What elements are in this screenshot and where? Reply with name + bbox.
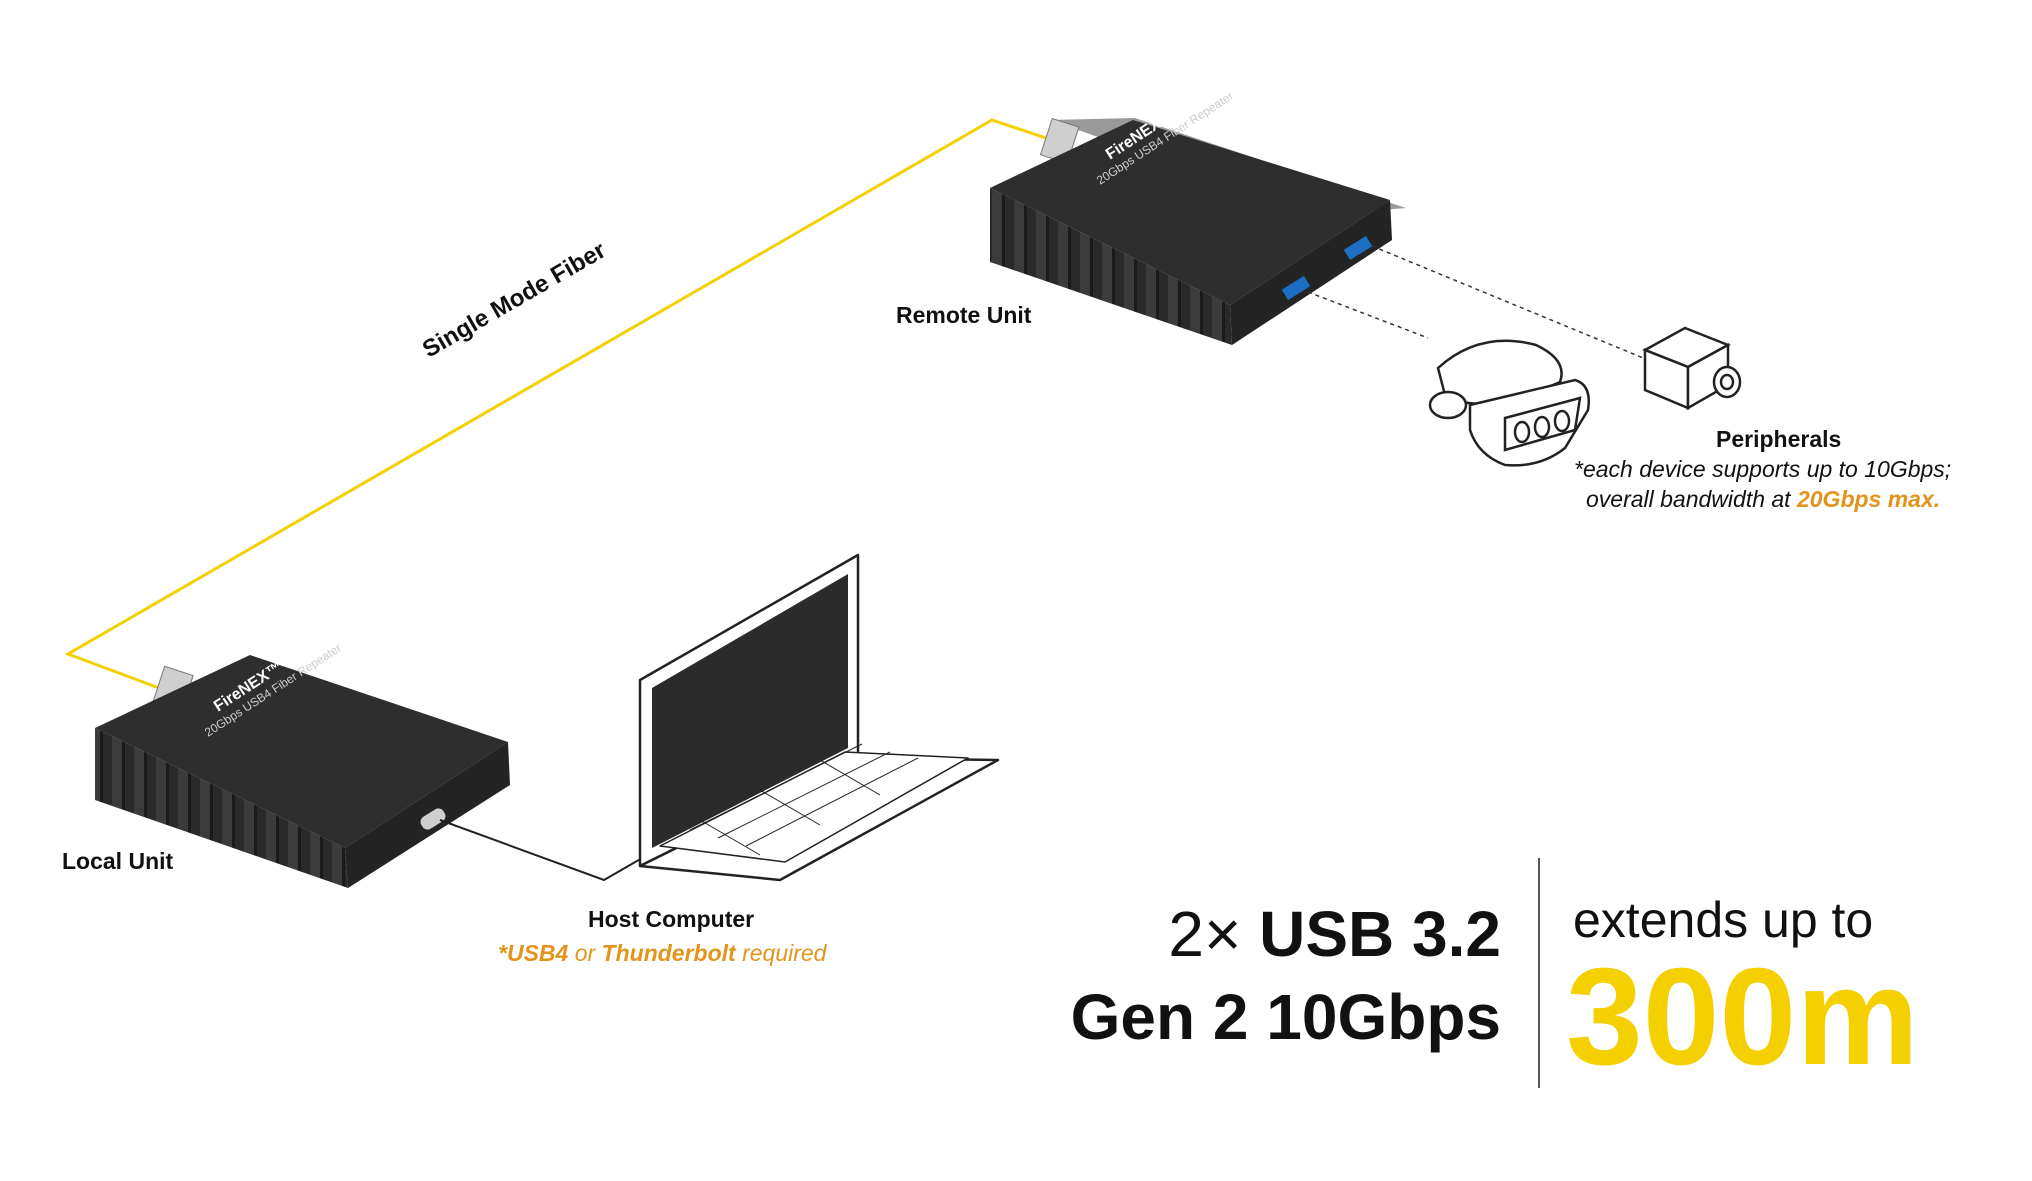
- camera-icon: [1642, 326, 1742, 411]
- remote-unit-label: Remote Unit: [896, 302, 1032, 328]
- local-unit-label: Local Unit: [62, 848, 174, 874]
- spec-divider: [1538, 858, 1540, 1088]
- laptop-icon: [638, 553, 1000, 882]
- local-unit-device: FireNEX™-U4F20G 20Gbps USB4 Fiber Repeat…: [95, 623, 510, 888]
- usb-cable: [439, 819, 671, 882]
- peripherals-note-line1: *each device supports up to 10Gbps;: [1574, 456, 1952, 482]
- host-computer-note: *USB4 or Thunderbolt required: [498, 940, 826, 967]
- peripheral-link-camera: [1371, 245, 1649, 361]
- host-note-thunderbolt: Thunderbolt: [601, 940, 736, 966]
- host-note-required: required: [735, 940, 827, 966]
- fiber-cable: [64, 118, 1059, 696]
- peripherals-label: Peripherals: [1716, 426, 1842, 452]
- spec-count: 2×: [1168, 898, 1242, 970]
- peripherals-note-text: overall bandwidth at: [1586, 486, 1797, 512]
- host-note-or: or: [568, 940, 602, 966]
- spec-usb-line: 2× USB 3.2: [1168, 902, 1501, 966]
- bandwidth-highlight: 20Gbps max.: [1796, 486, 1941, 512]
- remote-unit-device: FireNEX™-U4F20G 20Gbps USB4 Fiber Repeat…: [990, 71, 1406, 345]
- spec-usb: USB 3.2: [1259, 898, 1501, 970]
- vr-headset-icon: [1428, 339, 1590, 467]
- range-value: 300m: [1566, 940, 1919, 1094]
- peripheral-link-headset: [1307, 291, 1429, 339]
- host-computer-label: Host Computer: [588, 906, 755, 932]
- peripherals-note-line2: overall bandwidth at 20Gbps max.: [1586, 486, 1940, 513]
- host-note-usb4: USB4: [506, 940, 569, 966]
- range-prefix: extends up to: [1573, 892, 1874, 948]
- host-note-star: *: [498, 940, 507, 966]
- spec-gen: Gen 2 10Gbps: [1070, 981, 1501, 1053]
